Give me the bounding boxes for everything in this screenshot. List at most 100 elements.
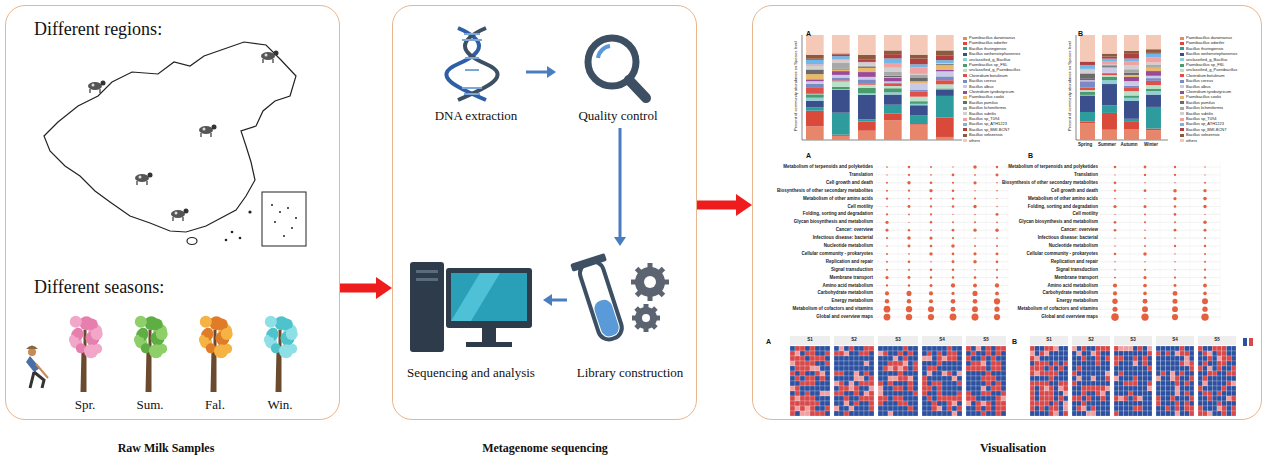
bubble [907, 181, 910, 184]
heatmap-cell [820, 386, 825, 391]
gear-tooth [648, 295, 653, 301]
heatmap-cell [1049, 346, 1054, 351]
heatmap-cell [986, 361, 991, 366]
heatmap-cell [991, 391, 996, 396]
heatmap-cell [1030, 401, 1035, 406]
heatmap-cell [839, 351, 844, 356]
heatmap-cell [1096, 401, 1101, 406]
heatmap-cell [1128, 386, 1133, 391]
heatmap-cell [996, 396, 1001, 401]
legend-swatch [1180, 80, 1184, 83]
heatmap-header [1114, 336, 1152, 345]
heatmap-cell [1001, 396, 1006, 401]
heatmap-cell [1161, 386, 1166, 391]
heatmap-cell [810, 371, 815, 376]
cow-icon [171, 210, 185, 218]
heatmap-cell [869, 411, 874, 416]
heatmap-cell [1063, 376, 1068, 381]
heatmap-cell [1059, 396, 1064, 401]
gear-tooth [636, 324, 640, 328]
heatmap-cell [1001, 356, 1006, 361]
tree-crown [265, 316, 277, 328]
stacked-bar [936, 89, 954, 90]
heatmap-cell [1086, 386, 1091, 391]
bubble [1113, 205, 1116, 208]
heatmap-cell [976, 366, 981, 371]
heatmap-cell [927, 381, 932, 386]
cow-icon [90, 89, 100, 93]
bubble [908, 269, 910, 271]
arrow-head [376, 277, 392, 299]
legend-text: Bacillus weihenstephanensis [969, 52, 1020, 56]
heatmap-cell [888, 391, 893, 396]
heatmap-cell [1124, 371, 1129, 376]
bubble [996, 237, 998, 239]
bubble [1202, 298, 1208, 304]
heatmap-cell [1147, 396, 1152, 401]
stacked-bar [832, 70, 850, 72]
heatmap-cell [878, 351, 883, 356]
step-label: Sequencing and analysis [407, 366, 535, 380]
bubble [1203, 284, 1207, 288]
heatmap-cell [888, 366, 893, 371]
stacked-bar [832, 135, 850, 136]
bubble [1144, 261, 1146, 263]
heatmap-cell [913, 391, 918, 396]
stacked-bar [1102, 84, 1117, 105]
heatmap-cell [844, 411, 849, 416]
season-label: Fal. [205, 398, 225, 412]
heatmap-cell [878, 376, 883, 381]
axis-label: Carbohydrate metabolism [1042, 291, 1098, 296]
heatmap-cell [1203, 401, 1208, 406]
heatmap-cell [952, 381, 957, 386]
heatmap-cell [913, 346, 918, 351]
heatmap-cell [1072, 406, 1077, 411]
stacked-bar [806, 79, 824, 81]
bubble [974, 221, 976, 223]
heatmap-cell [839, 346, 844, 351]
color-bar [1249, 338, 1253, 346]
heatmap-cell [1096, 396, 1101, 401]
heatmap-cell [1222, 386, 1227, 391]
heatmap-cell [1035, 356, 1040, 361]
bubble [1114, 229, 1117, 232]
heatmap-cell [1063, 396, 1068, 401]
heatmap-cell [1227, 376, 1232, 381]
heatmap-cell [981, 376, 986, 381]
heatmap-cell [844, 406, 849, 411]
heatmap-cell [869, 406, 874, 411]
panel-box: Metagenome sequencingDNA extractionQuali… [392, 5, 697, 420]
heatmap-cell [937, 381, 942, 386]
heatmap-cell [1035, 366, 1040, 371]
bubble [930, 213, 932, 215]
heatmap-cell [878, 366, 883, 371]
heatmap-cell [1185, 371, 1190, 376]
heatmap-cell [1208, 381, 1213, 386]
heatmap-cell [800, 391, 805, 396]
heatmap-cell [1040, 401, 1045, 406]
legend-swatch [1180, 112, 1184, 115]
stacked-bar [806, 74, 824, 79]
axis-label: Folding, sorting and degradation [1028, 205, 1098, 210]
gear-tooth [648, 263, 653, 269]
heatmap-cell [1185, 401, 1190, 406]
stacked-bar [1124, 59, 1139, 62]
heatmap-cell [825, 376, 830, 381]
heatmap-cell [1035, 401, 1040, 406]
heatmap-cell [966, 401, 971, 406]
heatmap-cell [908, 406, 913, 411]
heatmap-cell [991, 381, 996, 386]
heatmap-cell [1161, 396, 1166, 401]
stacked-bar [806, 35, 824, 55]
gear-tooth [644, 327, 649, 332]
legend-text: Paenibacillus odorifer [1186, 41, 1224, 45]
heatmap-cell [1096, 366, 1101, 371]
heatmap-cell [908, 396, 913, 401]
heatmap-cell [869, 386, 874, 391]
heatmap-cell [888, 381, 893, 386]
cow-icon [265, 54, 268, 57]
heatmap-cell [878, 386, 883, 391]
bubble [1144, 269, 1146, 271]
heatmap-cell [981, 381, 986, 386]
heatmap-cell [839, 371, 844, 376]
